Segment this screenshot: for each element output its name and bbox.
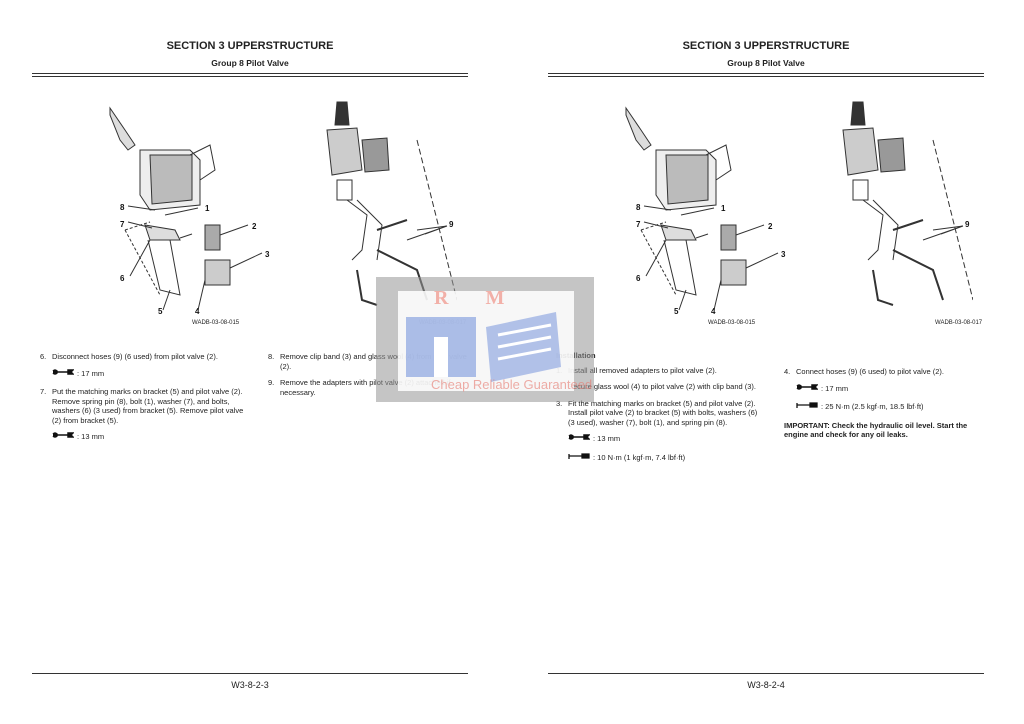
callout-label: 2 xyxy=(252,222,257,231)
step-item: 4. Connect hoses (9) (6 used) to pilot va… xyxy=(784,367,984,412)
spec-value: : 17 mm xyxy=(77,368,105,378)
footer-divider xyxy=(32,673,468,674)
pilot-valve-hoses-illustration: 9 xyxy=(842,101,973,306)
header-divider xyxy=(32,73,468,77)
page-number: W3-8-2-4 xyxy=(747,680,785,690)
spec-line: : 13 mm xyxy=(568,434,761,444)
spec-line: : 10 N·m (1 kgf·m, 7.4 lbf·ft) xyxy=(568,453,761,463)
manual-page-1: SECTION 3 UPPERSTRUCTURE Group 8 Pilot V… xyxy=(32,0,468,724)
callout-label: 3 xyxy=(265,250,270,259)
instructions-right-column: 4. Connect hoses (9) (6 used) to pilot va… xyxy=(784,367,984,440)
callout-label: 3 xyxy=(781,250,786,259)
step-text: Put the matching marks on bracket (5) an… xyxy=(52,387,244,425)
step-text: Secure glass wool (4) to pilot valve (2)… xyxy=(568,382,756,391)
instructions-left-column: 6. Disconnect hoses (9) (6 used) from pil… xyxy=(40,352,245,451)
watermark-letters: R M xyxy=(434,287,521,309)
step-item: 7. Put the matching marks on bracket (5) … xyxy=(40,387,245,442)
instructions-right-column: 8. Remove clip band (3) and glass wool (4… xyxy=(268,352,468,404)
spec-value: : 10 N·m (1 kgf·m, 7.4 lbf·ft) xyxy=(593,452,686,462)
step-text: Connect hoses (9) (6 used) to pilot valv… xyxy=(796,367,944,376)
callout-label: 1 xyxy=(205,204,210,213)
callout-label: 6 xyxy=(636,274,641,283)
callout-label: 8 xyxy=(636,203,641,212)
callout-label: 5 xyxy=(158,307,163,316)
spec-line: : 17 mm xyxy=(52,369,245,379)
step-number: 3. xyxy=(556,398,563,408)
spec-value: : 13 mm xyxy=(593,434,621,443)
step-number: 7. xyxy=(40,387,47,396)
callout-label: 9 xyxy=(449,220,454,229)
step-number: 9. xyxy=(268,378,275,387)
callout-label: 7 xyxy=(120,220,125,229)
step-text: Disconnect hoses (9) (6 used) from pilot… xyxy=(52,352,218,361)
wrench-icon xyxy=(796,383,819,394)
torque-wrench-icon xyxy=(796,402,818,412)
pilot-valve-exploded-illustration: 8 7 1 2 3 6 5 4 xyxy=(109,106,270,316)
spec-value: : 17 mm xyxy=(821,383,849,393)
spec-line: : 13 mm xyxy=(52,432,245,442)
callout-label: 8 xyxy=(120,203,125,212)
callout-label: 1 xyxy=(721,204,726,213)
callout-label: 4 xyxy=(195,307,200,316)
group-subtitle: Group 8 Pilot Valve xyxy=(211,58,289,68)
step-number: 8. xyxy=(268,352,275,361)
step-number: 6. xyxy=(40,352,47,361)
page-number: W3-8-2-3 xyxy=(231,680,269,690)
figure-caption: WADB-03-08-015 xyxy=(192,320,240,326)
callout-label: 5 xyxy=(674,307,679,316)
callout-label: 6 xyxy=(120,274,125,283)
callout-label: 2 xyxy=(768,222,773,231)
manual-page-2: SECTION 3 UPPERSTRUCTURE Group 8 Pilot V… xyxy=(548,0,984,724)
callout-label: 7 xyxy=(636,220,641,229)
step-item: 3. Fit the matching marks on bracket (5) … xyxy=(556,399,761,463)
spec-line: : 17 mm xyxy=(796,384,984,394)
section-title: SECTION 3 UPPERSTRUCTURE xyxy=(682,40,850,52)
figure-caption: WADB-03-08-015 xyxy=(708,320,756,326)
spec-value: : 25 N·m (2.5 kgf·m, 18.5 lbf·ft) xyxy=(821,402,924,411)
manual-book-icon xyxy=(406,312,561,382)
pilot-valve-hoses-illustration: 9 xyxy=(326,101,457,306)
step-text: Remove the adapters with pilot valve (2)… xyxy=(280,378,451,397)
group-subtitle: Group 8 Pilot Valve xyxy=(727,58,805,68)
wrench-icon xyxy=(52,432,75,442)
step-text: Remove clip band (3) and glass wool (4) … xyxy=(280,352,467,371)
step-item: 6. Disconnect hoses (9) (6 used) from pil… xyxy=(40,352,245,378)
step-number: 4. xyxy=(784,367,791,376)
wrench-icon xyxy=(52,368,75,379)
footer-divider xyxy=(548,673,984,674)
spec-value: : 13 mm xyxy=(77,432,105,441)
watermark-tagline: Cheap Reliable Guaranteed xyxy=(431,377,593,392)
spec-line: : 25 N·m (2.5 kgf·m, 18.5 lbf·ft) xyxy=(796,402,984,412)
header-divider xyxy=(548,73,984,77)
step-item: 8. Remove clip band (3) and glass wool (4… xyxy=(268,352,468,371)
watermark-logo: R M Cheap Reliable Guaranteed xyxy=(376,277,594,402)
torque-wrench-icon xyxy=(568,452,590,463)
step-text: Fit the matching marks on bracket (5) an… xyxy=(568,398,758,427)
callout-label: 9 xyxy=(965,220,970,229)
wrench-icon xyxy=(568,434,591,444)
important-note: IMPORTANT: Check the hydraulic oil level… xyxy=(784,420,968,440)
section-title: SECTION 3 UPPERSTRUCTURE xyxy=(166,40,334,52)
step-text: Install all removed adapters to pilot va… xyxy=(568,365,717,375)
callout-label: 4 xyxy=(711,307,716,316)
step-item: 9. Remove the adapters with pilot valve (… xyxy=(268,378,468,397)
figure-caption: WADB-03-08-017 xyxy=(935,320,983,326)
pilot-valve-exploded-illustration: 8 7 1 2 3 6 5 4 xyxy=(625,106,786,316)
